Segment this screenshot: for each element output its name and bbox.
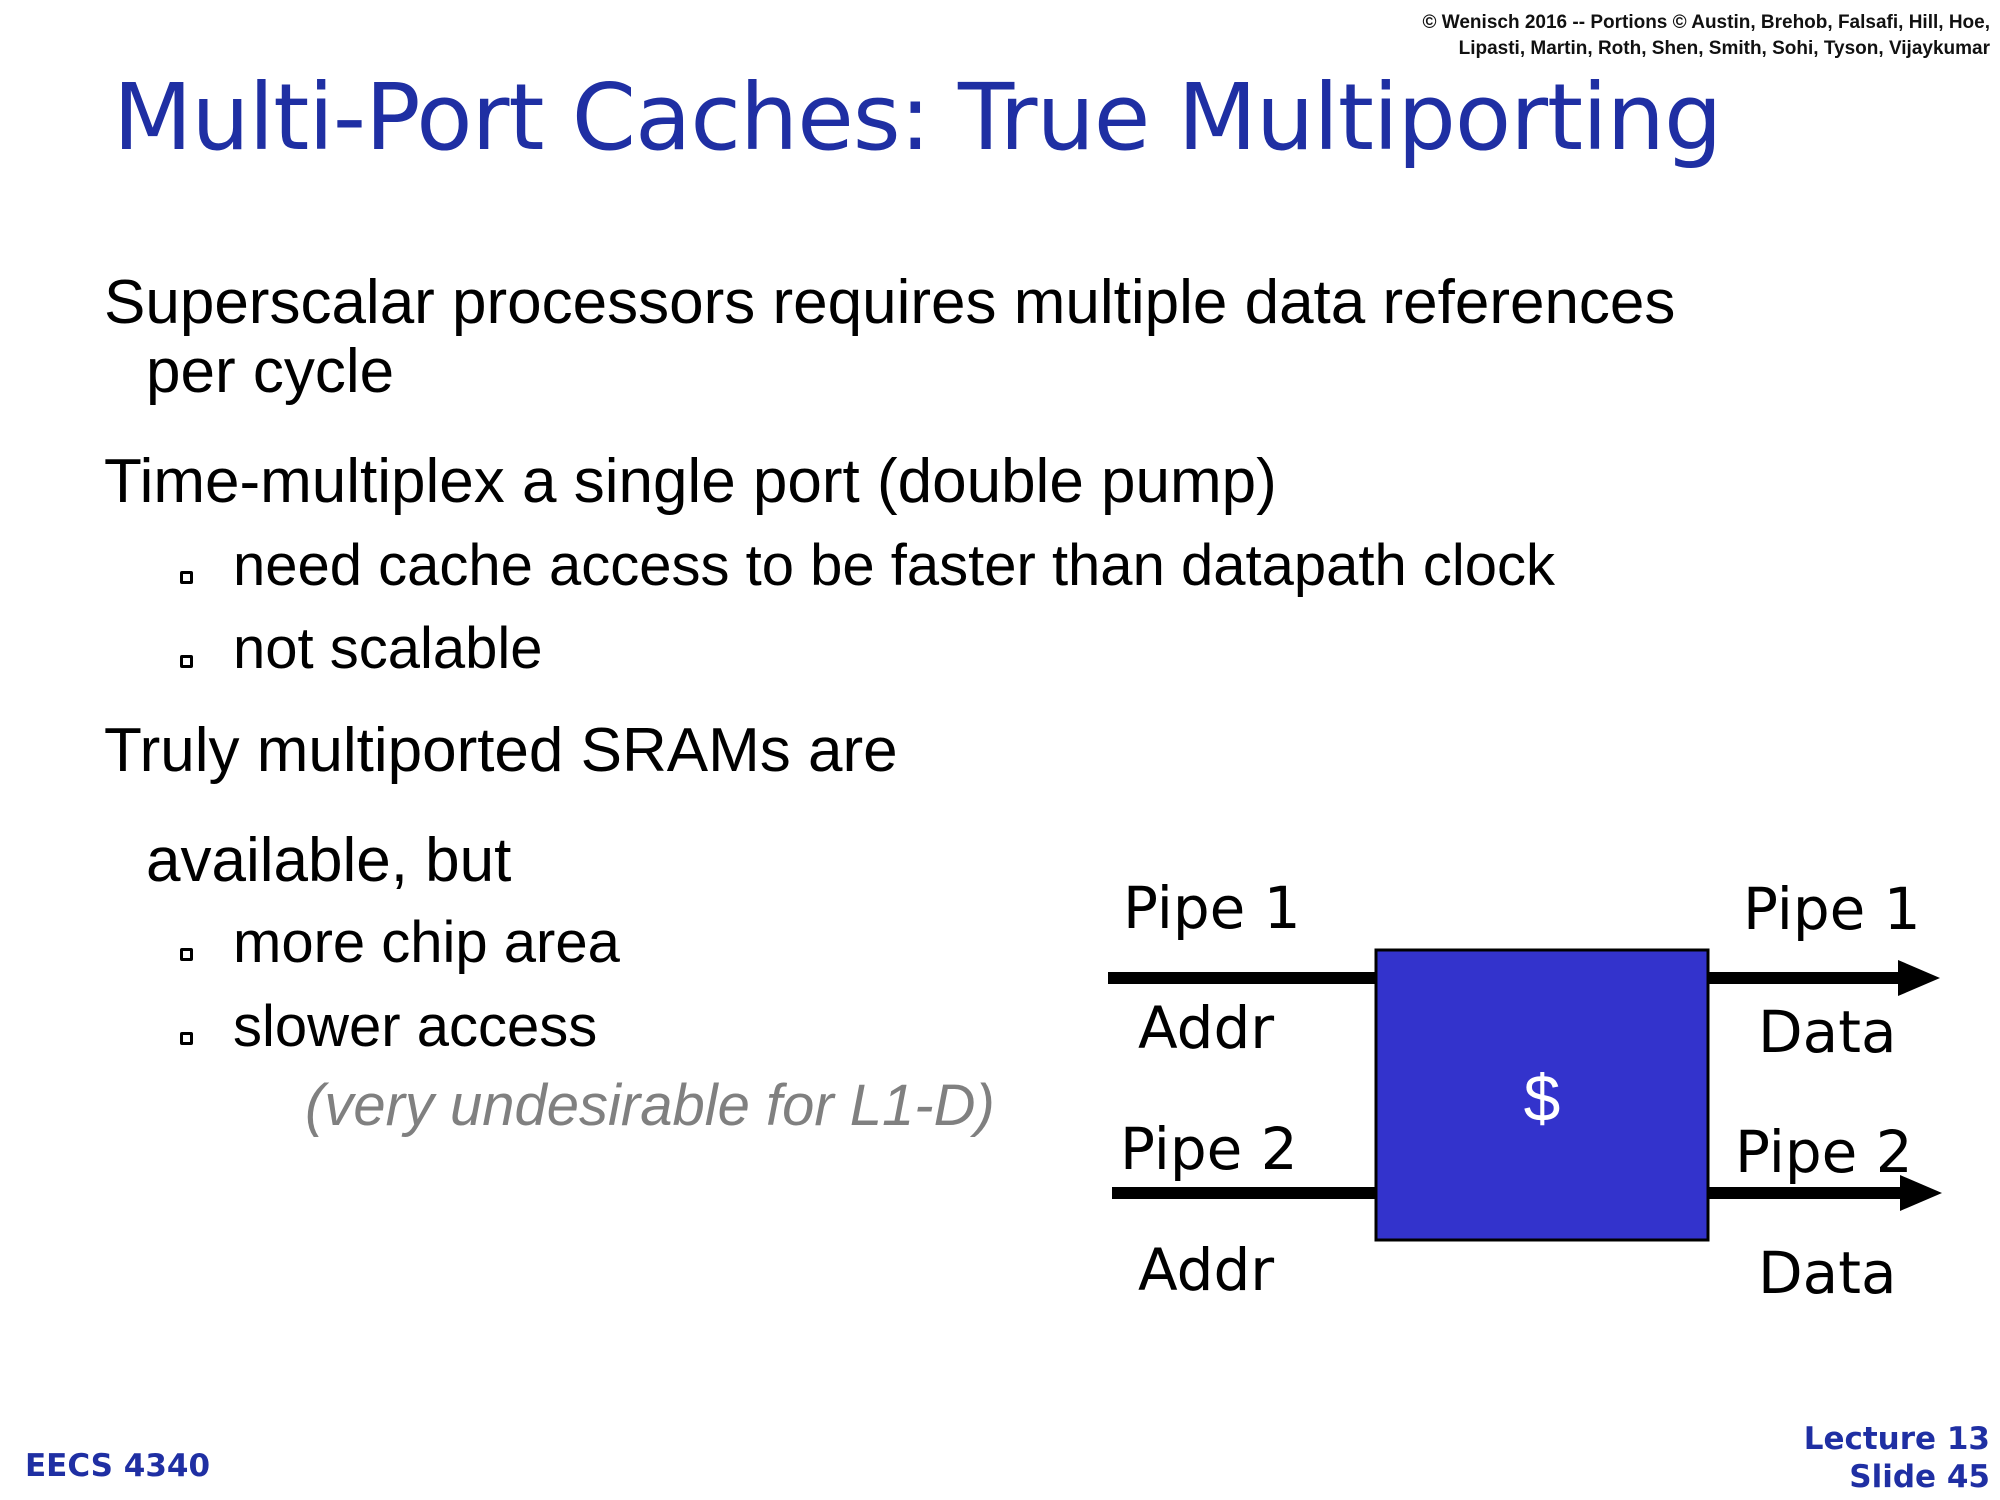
square-bullet-icon [180,948,193,961]
bullet-superscalar-line1: Superscalar processors requires multiple… [104,268,1676,337]
pipe1-input-label: Pipe 1 [1123,874,1301,942]
bullet-superscalar-line2: per cycle [146,337,395,406]
cache-block [1374,948,1710,1242]
note-undesirable: (very undesirable for L1-D) [305,1073,995,1138]
addr2-label: Addr [1138,1236,1275,1304]
subbullet-not-scalable: not scalable [233,616,543,681]
square-bullet-icon [180,655,193,668]
arrowhead-icon [1898,960,1940,996]
addr1-label: Addr [1138,994,1275,1062]
square-bullet-icon [180,1032,193,1045]
slide-info: Lecture 13 Slide 45 [1750,1420,1990,1496]
slide-title: Multi-Port Caches: True Multiporting [113,64,1722,171]
subbullet-more-chip-area: more chip area [233,910,620,975]
pipe2-output-label: Pipe 2 [1735,1118,1913,1186]
pipe2-input-label: Pipe 2 [1120,1115,1298,1183]
data1-label: Data [1758,998,1897,1066]
subbullet-slower-access: slower access [233,994,598,1059]
bullet-truly-multiported-line2: available, but [146,826,512,895]
slide-number: Slide 45 [1849,1459,1990,1495]
arrowhead-icon [1900,1175,1942,1211]
copyright-line: Lipasti, Martin, Roth, Shen, Smith, Sohi… [1458,38,1990,59]
copyright-line: © Wenisch 2016 -- Portions © Austin, Bre… [1422,12,1991,33]
lecture-number: Lecture 13 [1803,1421,1990,1457]
square-bullet-icon [180,571,193,584]
data2-label: Data [1758,1239,1897,1307]
copyright-notice: © Wenisch 2016 -- Portions © Austin, Bre… [1090,10,1991,62]
pipe1-output-label: Pipe 1 [1743,875,1921,943]
bullet-time-multiplex: Time-multiplex a single port (double pum… [104,447,1277,516]
course-label: EECS 4340 [25,1448,211,1484]
cache-symbol: $ [1523,1061,1561,1135]
subbullet-faster-access: need cache access to be faster than data… [233,533,1555,598]
bullet-truly-multiported-line1: Truly multiported SRAMs are [104,716,898,785]
